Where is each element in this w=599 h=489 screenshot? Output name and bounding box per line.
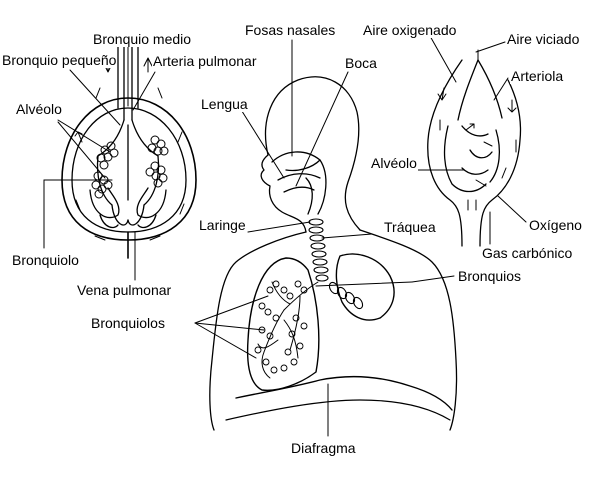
label-bronquio-pequeno: Bronquio pequeño [1,52,118,68]
label-aire-oxigenado: Aire oxigenado [362,22,458,38]
label-bronquio-medio: Bronquio medio [92,31,193,47]
label-vena-pulmonar: Vena pulmonar [76,282,173,298]
body-drawing [209,76,458,431]
label-alveolo-left: Alvéolo [15,101,63,117]
label-laringe: Laringe [198,217,247,233]
label-diafragma: Diafragma [290,440,357,456]
label-lengua: Lengua [200,96,249,112]
label-bronquiolos: Bronquiolos [90,315,166,331]
label-aire-viciado: Aire viciado [506,31,581,47]
label-bronquiolo: Bronquiolo [11,252,80,268]
label-gas-carbonico: Gas carbónico [481,245,574,261]
label-bronquios: Bronquios [457,268,523,284]
label-alveolo-right: Alvéolo [370,155,418,171]
label-arteriola: Arteriola [510,68,565,84]
label-traquea: Tráquea [383,219,437,235]
label-boca: Boca [344,55,378,71]
label-oxigeno: Oxígeno [528,217,583,233]
alveolar-sac-drawing [61,39,197,259]
leader-lines [43,35,527,437]
label-arteria-pulmonar: Arteria pulmonar [152,53,258,69]
label-fosas-nasales: Fosas nasales [244,22,337,38]
